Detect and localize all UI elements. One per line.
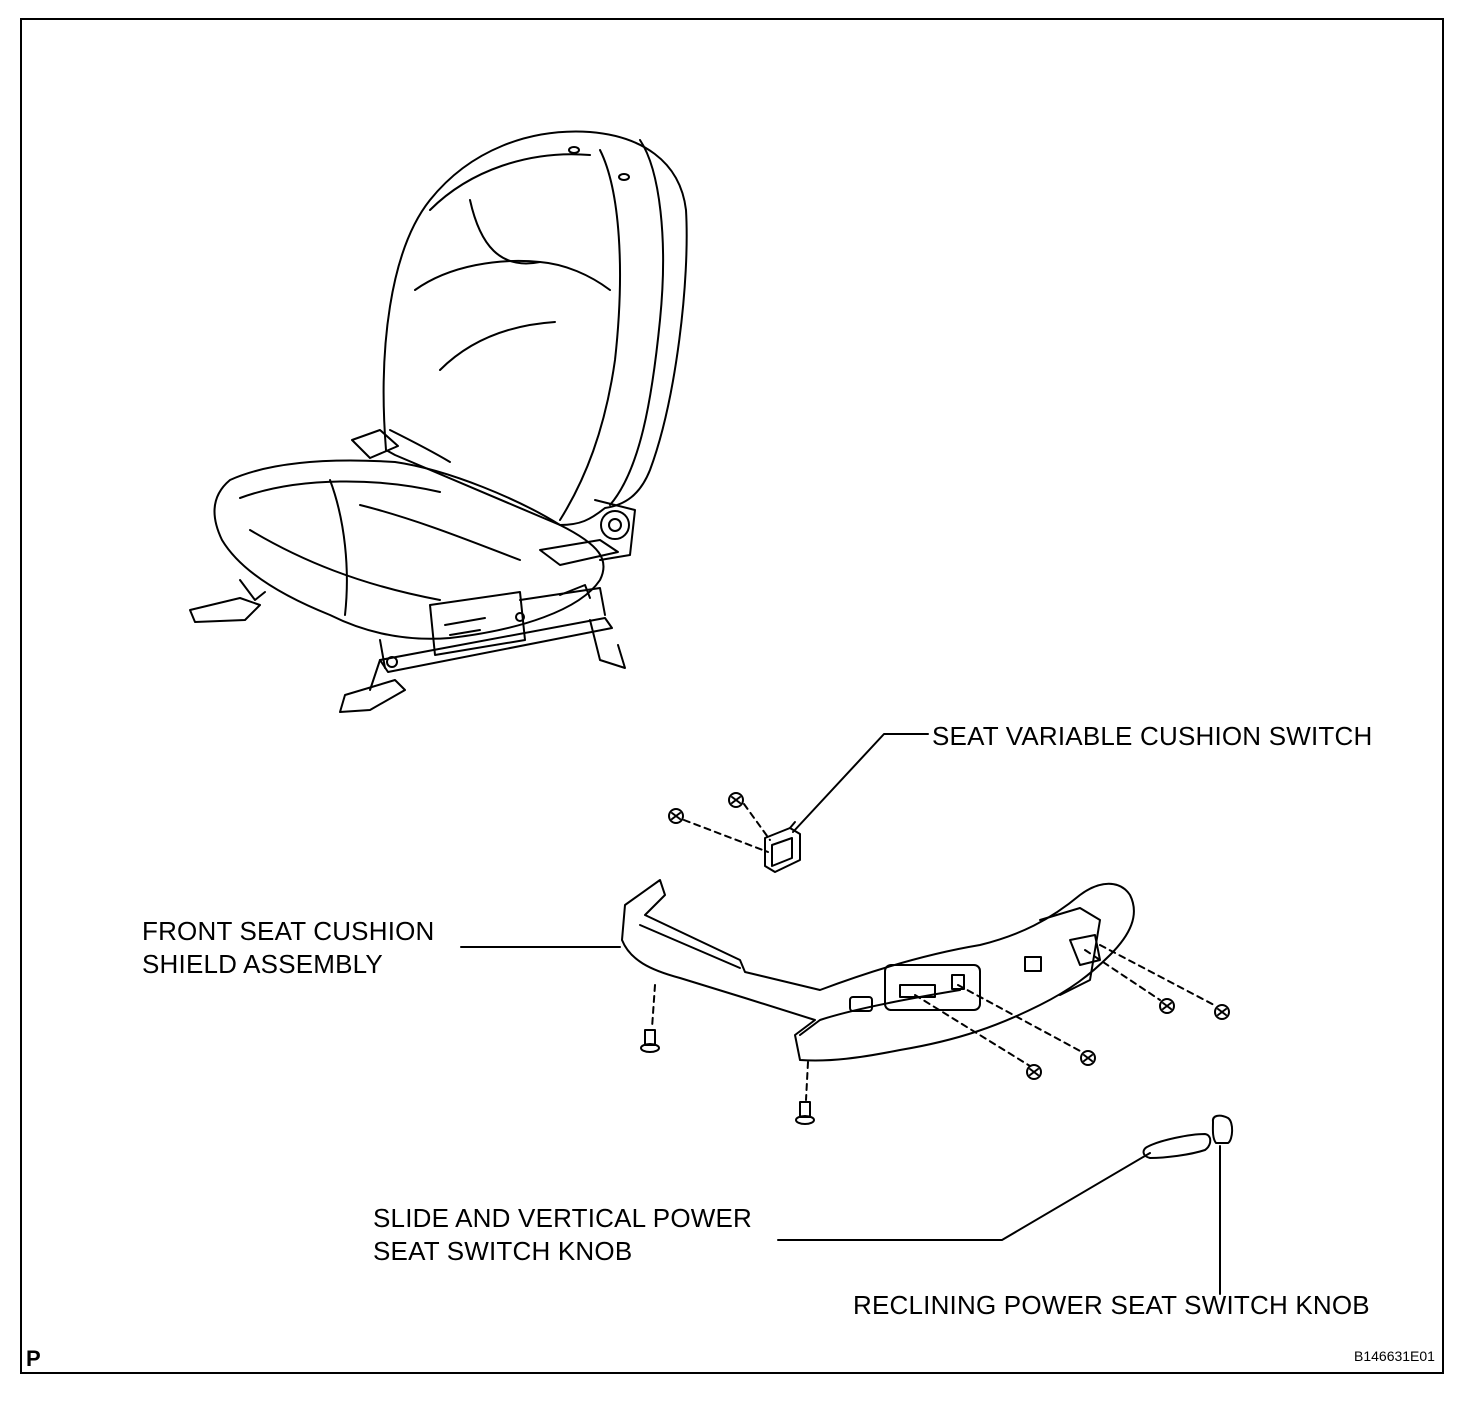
cushion-shield xyxy=(621,879,1135,1062)
figure-code: B146631E01 xyxy=(1354,1348,1435,1364)
shield-screw-guides xyxy=(651,944,1217,1101)
diagram-frame xyxy=(20,18,1444,1374)
corner-letter: P xyxy=(26,1346,41,1371)
seat-cushion xyxy=(213,459,605,640)
variable-cushion-switch xyxy=(764,821,801,873)
switch-screws xyxy=(668,792,744,824)
seatback xyxy=(382,130,688,526)
slide-vertical-knob xyxy=(1142,1133,1212,1159)
leader-lines xyxy=(460,733,1221,1295)
screw-guide-lines xyxy=(683,803,771,853)
label-front-seat-cushion-line2: SHIELD ASSEMBLY xyxy=(142,949,383,979)
label-front-seat-cushion-line1: FRONT SEAT CUSHION xyxy=(142,916,435,946)
shield-screws xyxy=(640,998,1230,1125)
label-slide-vertical-knob-line2: SEAT SWITCH KNOB xyxy=(373,1236,633,1266)
seat-illustration xyxy=(189,130,688,713)
label-slide-vertical-knob-line1: SLIDE AND VERTICAL POWER xyxy=(373,1203,753,1233)
reclining-knob xyxy=(1211,1114,1234,1144)
label-seat-variable-cushion-switch: SEAT VARIABLE CUSHION SWITCH xyxy=(932,721,1373,751)
label-reclining-knob: RECLINING POWER SEAT SWITCH KNOB xyxy=(853,1290,1370,1320)
